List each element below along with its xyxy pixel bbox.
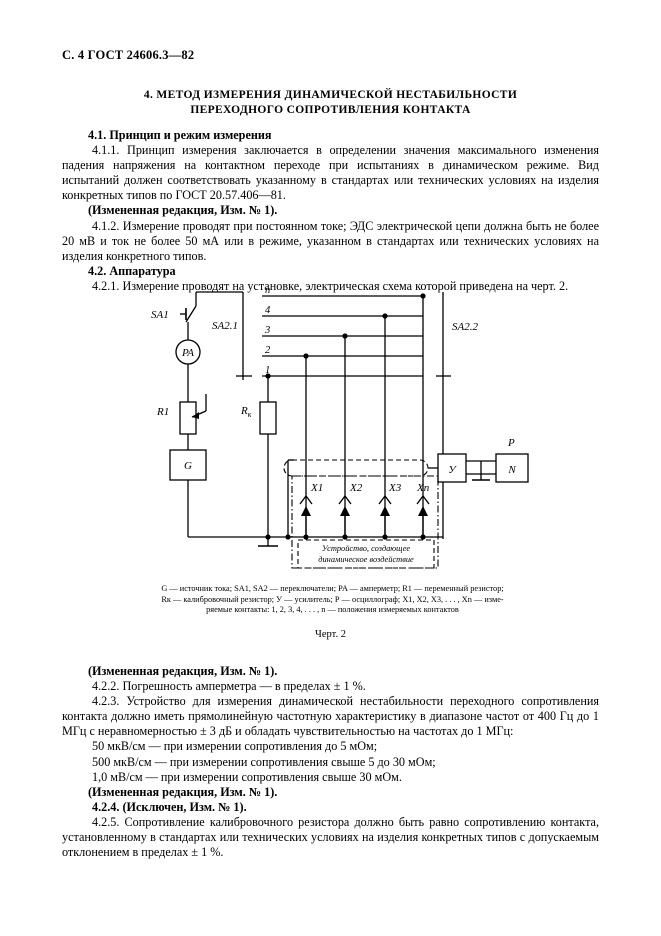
label-sa2-1: SA2.1 xyxy=(212,320,238,332)
device-caption-line-2: динамическое воздействие xyxy=(318,555,414,564)
label-sa1: SA1 xyxy=(151,309,169,321)
component-r1-variable-resistor xyxy=(179,394,207,450)
component-g-current-source xyxy=(169,449,207,537)
figure-legend-line-3: ряемые контакты: 1, 2, 3, 4, . . . , n —… xyxy=(206,605,459,615)
paragraph-4-2-4: 4.2.4. (Исключен, Изм. № 1). xyxy=(92,799,247,814)
label-p-oscilloscope: Р xyxy=(507,437,515,449)
page-title-line-1: 4. МЕТОД ИЗМЕРЕНИЯ ДИНАМИЧЕСКОЙ НЕСТАБИЛ… xyxy=(143,89,518,101)
label-position-n: n xyxy=(265,285,270,296)
label-contact-x3: X3 xyxy=(388,482,402,494)
heading-4-1: 4.1. Принцип и режим измерения xyxy=(88,128,272,142)
figure-legend-line-1: G — источник тока; SA1, SA2 — переключат… xyxy=(161,584,504,593)
branch-sa1-ammeter xyxy=(175,292,201,402)
measured-contacts xyxy=(299,494,430,537)
rail-junction-dots xyxy=(265,293,426,379)
figure-circuit-diagram: n 4 3 2 1 SA2.1 SA2.2 xyxy=(0,284,661,644)
running-head: С. 4 ГОСТ 24606.3—82 xyxy=(62,48,195,62)
component-rk-calibration-resistor xyxy=(258,376,278,547)
paragraph-4-1-2: 4.1.2. Измерение проводят при постоянном… xyxy=(62,218,599,263)
note-revision-3: (Измененная редакция, Изм. № 1). xyxy=(88,784,278,799)
label-ammeter-pa: PA xyxy=(181,347,194,359)
label-amplifier-y: У xyxy=(448,464,457,476)
bottom-return-bus xyxy=(188,534,443,540)
label-position-2: 2 xyxy=(265,345,271,356)
sensitivity-item-2: 500 мкВ/см — при измерении сопротивления… xyxy=(92,754,436,769)
sensitivity-item-1: 50 мкВ/см — при измерении сопротивления … xyxy=(92,739,378,754)
paragraph-4-2-1: 4.2.1. Измерение проводят на установке, … xyxy=(92,278,569,293)
sensitivity-item-3: 1,0 мВ/см — при измерении сопротивления … xyxy=(92,769,402,784)
label-sa2-2: SA2.2 xyxy=(452,321,478,333)
component-amplifier-y xyxy=(437,453,467,483)
label-position-3: 3 xyxy=(264,325,270,336)
contact-drop-lines xyxy=(305,296,424,537)
label-r1: R1 xyxy=(156,406,169,418)
dynamic-device-caption-box xyxy=(297,539,435,569)
figure-number: Черт. 2 xyxy=(315,629,346,640)
label-contact-xn: Xn xyxy=(416,482,430,494)
device-caption-line-1: Устройство, создающее xyxy=(322,544,411,553)
upper-text-block: 4.1. Принцип и режим измерения 4.1.1. Пр… xyxy=(62,128,599,294)
switch-sa2-2 xyxy=(436,292,451,539)
label-oscilloscope-n: N xyxy=(507,464,516,476)
note-revision-1: (Измененная редакция, Изм. № 1). xyxy=(88,203,278,218)
paragraph-4-1-1: 4.1.1. Принцип измерения заключается в о… xyxy=(62,143,599,203)
paragraph-4-2-2: 4.2.2. Погрешность амперметра — в предел… xyxy=(92,679,366,694)
figure-legend: G — источник тока; SA1, SA2 — переключат… xyxy=(110,584,555,616)
label-rk: Rк xyxy=(240,405,252,419)
page-title: 4. МЕТОД ИЗМЕРЕНИЯ ДИНАМИЧЕСКОЙ НЕСТАБИЛ… xyxy=(62,88,599,118)
heading-4-2: 4.2. Аппаратура xyxy=(88,263,176,278)
label-position-1: 1 xyxy=(265,365,270,376)
label-contact-x1: X1 xyxy=(310,482,323,494)
component-oscilloscope-n xyxy=(466,453,529,483)
lower-text-block: (Измененная редакция, Изм. № 1). 4.2.2. … xyxy=(62,664,599,860)
switch-sa2-1 xyxy=(196,291,252,380)
label-g: G xyxy=(184,460,192,472)
label-contact-x2: X2 xyxy=(349,482,363,494)
paragraph-4-2-5: 4.2.5. Сопротивление калибровочного рези… xyxy=(62,814,599,860)
label-position-4: 4 xyxy=(265,305,271,316)
note-revision-2: (Измененная редакция, Изм. № 1). xyxy=(88,664,278,678)
circuit-schematic-svg: n 4 3 2 1 SA2.1 SA2.2 xyxy=(151,285,529,569)
page-title-line-2: ПЕРЕХОДНОГО СОПРОТИВЛЕНИЯ КОНТАКТА xyxy=(190,104,471,116)
paragraph-4-2-3: 4.2.3. Устройство для измерения динамиче… xyxy=(62,694,599,739)
figure-legend-line-2: Rк — калибровочный резистор; У — усилите… xyxy=(161,594,504,604)
